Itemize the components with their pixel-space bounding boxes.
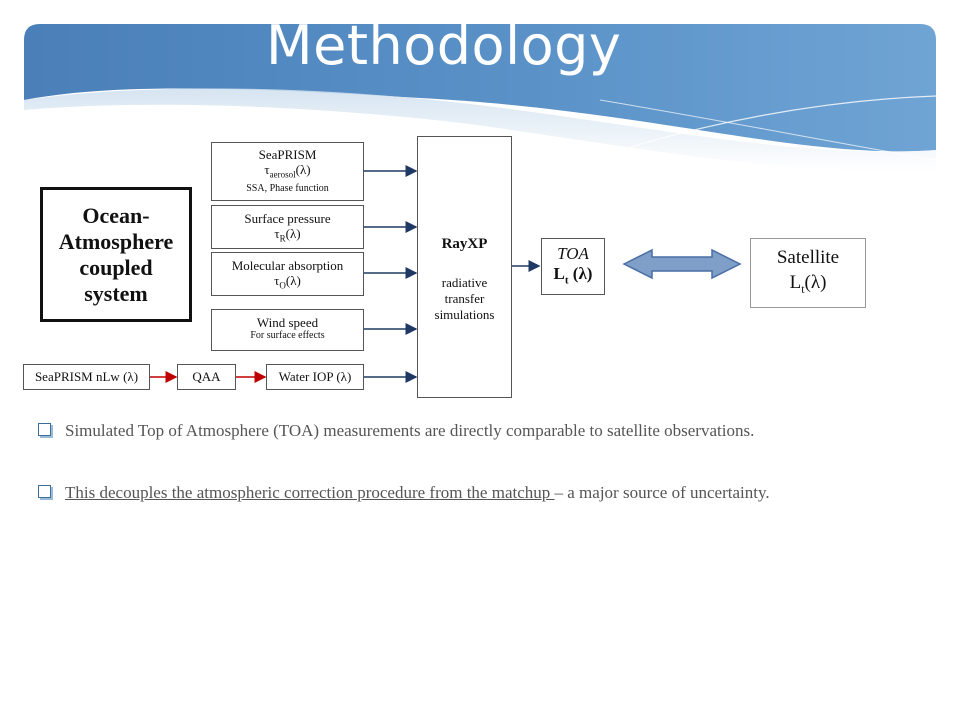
checkbox-bullet-icon	[38, 423, 51, 436]
surface-pressure-label: Surface pressure	[244, 211, 331, 226]
qaa-box: QAA	[177, 364, 236, 390]
ocean-line-1: Ocean-	[82, 202, 150, 228]
surface-effects-label: For surface effects	[250, 330, 325, 341]
bullet-2: This decouples the atmospheric correctio…	[38, 481, 918, 504]
bullet-1-text: Simulated Top of Atmosphere (TOA) measur…	[65, 421, 755, 440]
input-seaprism-aerosol: SeaPRISM τaerosol(λ) SSA, Phase function	[211, 142, 364, 201]
bullet-list: Simulated Top of Atmosphere (TOA) measur…	[38, 419, 918, 504]
rayxp-title: RayXP	[441, 236, 488, 252]
water-iop-box: Water IOP (λ)	[266, 364, 364, 390]
ssa-phase-label: SSA, Phase function	[246, 182, 329, 194]
seaprism-nlw-box: SeaPRISM nLw (λ)	[23, 364, 150, 390]
rayxp-line-2: transfer	[444, 291, 485, 306]
toa-label: TOA	[557, 244, 589, 263]
bullet-2-rest: – a major source of uncertainty.	[554, 483, 770, 502]
rayxp-line-3: simulations	[434, 307, 495, 322]
checkbox-bullet-icon	[38, 485, 51, 498]
tau-aerosol: τaerosol(λ)	[264, 162, 311, 180]
tau-r: τR(λ)	[274, 226, 301, 244]
slide-title: Methodology	[266, 14, 622, 77]
input-wind-speed: Wind speed For surface effects	[211, 309, 364, 351]
ocean-atmosphere-box: Ocean- Atmosphere coupled system	[40, 187, 192, 322]
wind-speed-label: Wind speed	[256, 315, 319, 330]
input-surface-pressure: Surface pressure τR(λ)	[211, 205, 364, 249]
rayxp-line-1: radiative	[441, 275, 488, 290]
bullet-1: Simulated Top of Atmosphere (TOA) measur…	[38, 419, 918, 442]
toa-value: Lt (λ)	[553, 264, 593, 287]
ocean-line-2: Atmosphere	[58, 228, 174, 254]
seaprism-label: SeaPRISM	[258, 147, 317, 162]
toa-box: TOA Lt (λ)	[541, 238, 605, 295]
title-banner	[24, 24, 937, 172]
tau-o: τO(λ)	[274, 273, 301, 291]
double-arrow	[622, 248, 742, 280]
molecular-absorption-label: Molecular absorption	[231, 258, 344, 273]
rayxp-box: RayXP radiative transfer simulations	[417, 136, 512, 398]
satellite-box: Satellite Lt(λ)	[750, 238, 866, 308]
satellite-label: Satellite	[776, 246, 840, 268]
satellite-value: Lt(λ)	[789, 271, 827, 296]
bullet-2-underlined: This decouples the atmospheric correctio…	[65, 483, 555, 502]
input-molecular-absorption: Molecular absorption τO(λ)	[211, 252, 364, 296]
ocean-line-3: coupled	[79, 254, 153, 280]
ocean-line-4: system	[84, 280, 148, 306]
